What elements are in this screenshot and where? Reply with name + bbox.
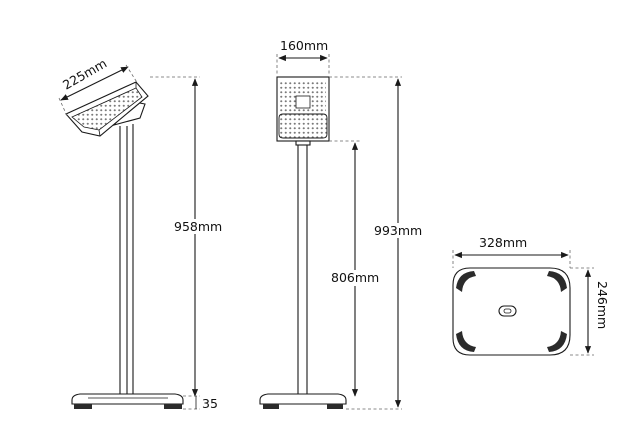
front-view: 160mm 806mm 993mm — [259, 38, 433, 410]
top-view-base-plate — [452, 267, 571, 356]
base-thickness-dimension: 35 — [183, 395, 218, 411]
side-height-label: 958mm — [174, 219, 222, 234]
front-width-dimension: 160mm — [276, 38, 330, 76]
front-post-height-dimension: 806mm — [329, 140, 384, 397]
front-view-base — [259, 393, 347, 409]
front-total-height-label: 993mm — [374, 223, 422, 238]
base-width-dimension: 328mm — [452, 235, 571, 268]
side-height-dimension: 958mm — [150, 76, 222, 397]
base-thickness-label: 35 — [202, 396, 218, 411]
side-view-pole — [119, 124, 134, 394]
side-view: 225mm 958mm 35 — [58, 55, 222, 411]
front-view-speaker-panel — [276, 76, 330, 142]
base-width-label: 328mm — [479, 235, 527, 250]
base-depth-label: 246mm — [595, 281, 610, 329]
front-total-height-dimension: 993mm — [329, 76, 433, 410]
front-post-height-label: 806mm — [331, 270, 379, 285]
front-width-label: 160mm — [280, 38, 328, 53]
side-view-base — [71, 393, 184, 409]
top-view: 328mm 246mm — [452, 235, 610, 356]
front-view-pole — [295, 140, 311, 394]
base-depth-dimension: 246mm — [570, 267, 610, 356]
side-depth-label: 225mm — [60, 55, 109, 92]
